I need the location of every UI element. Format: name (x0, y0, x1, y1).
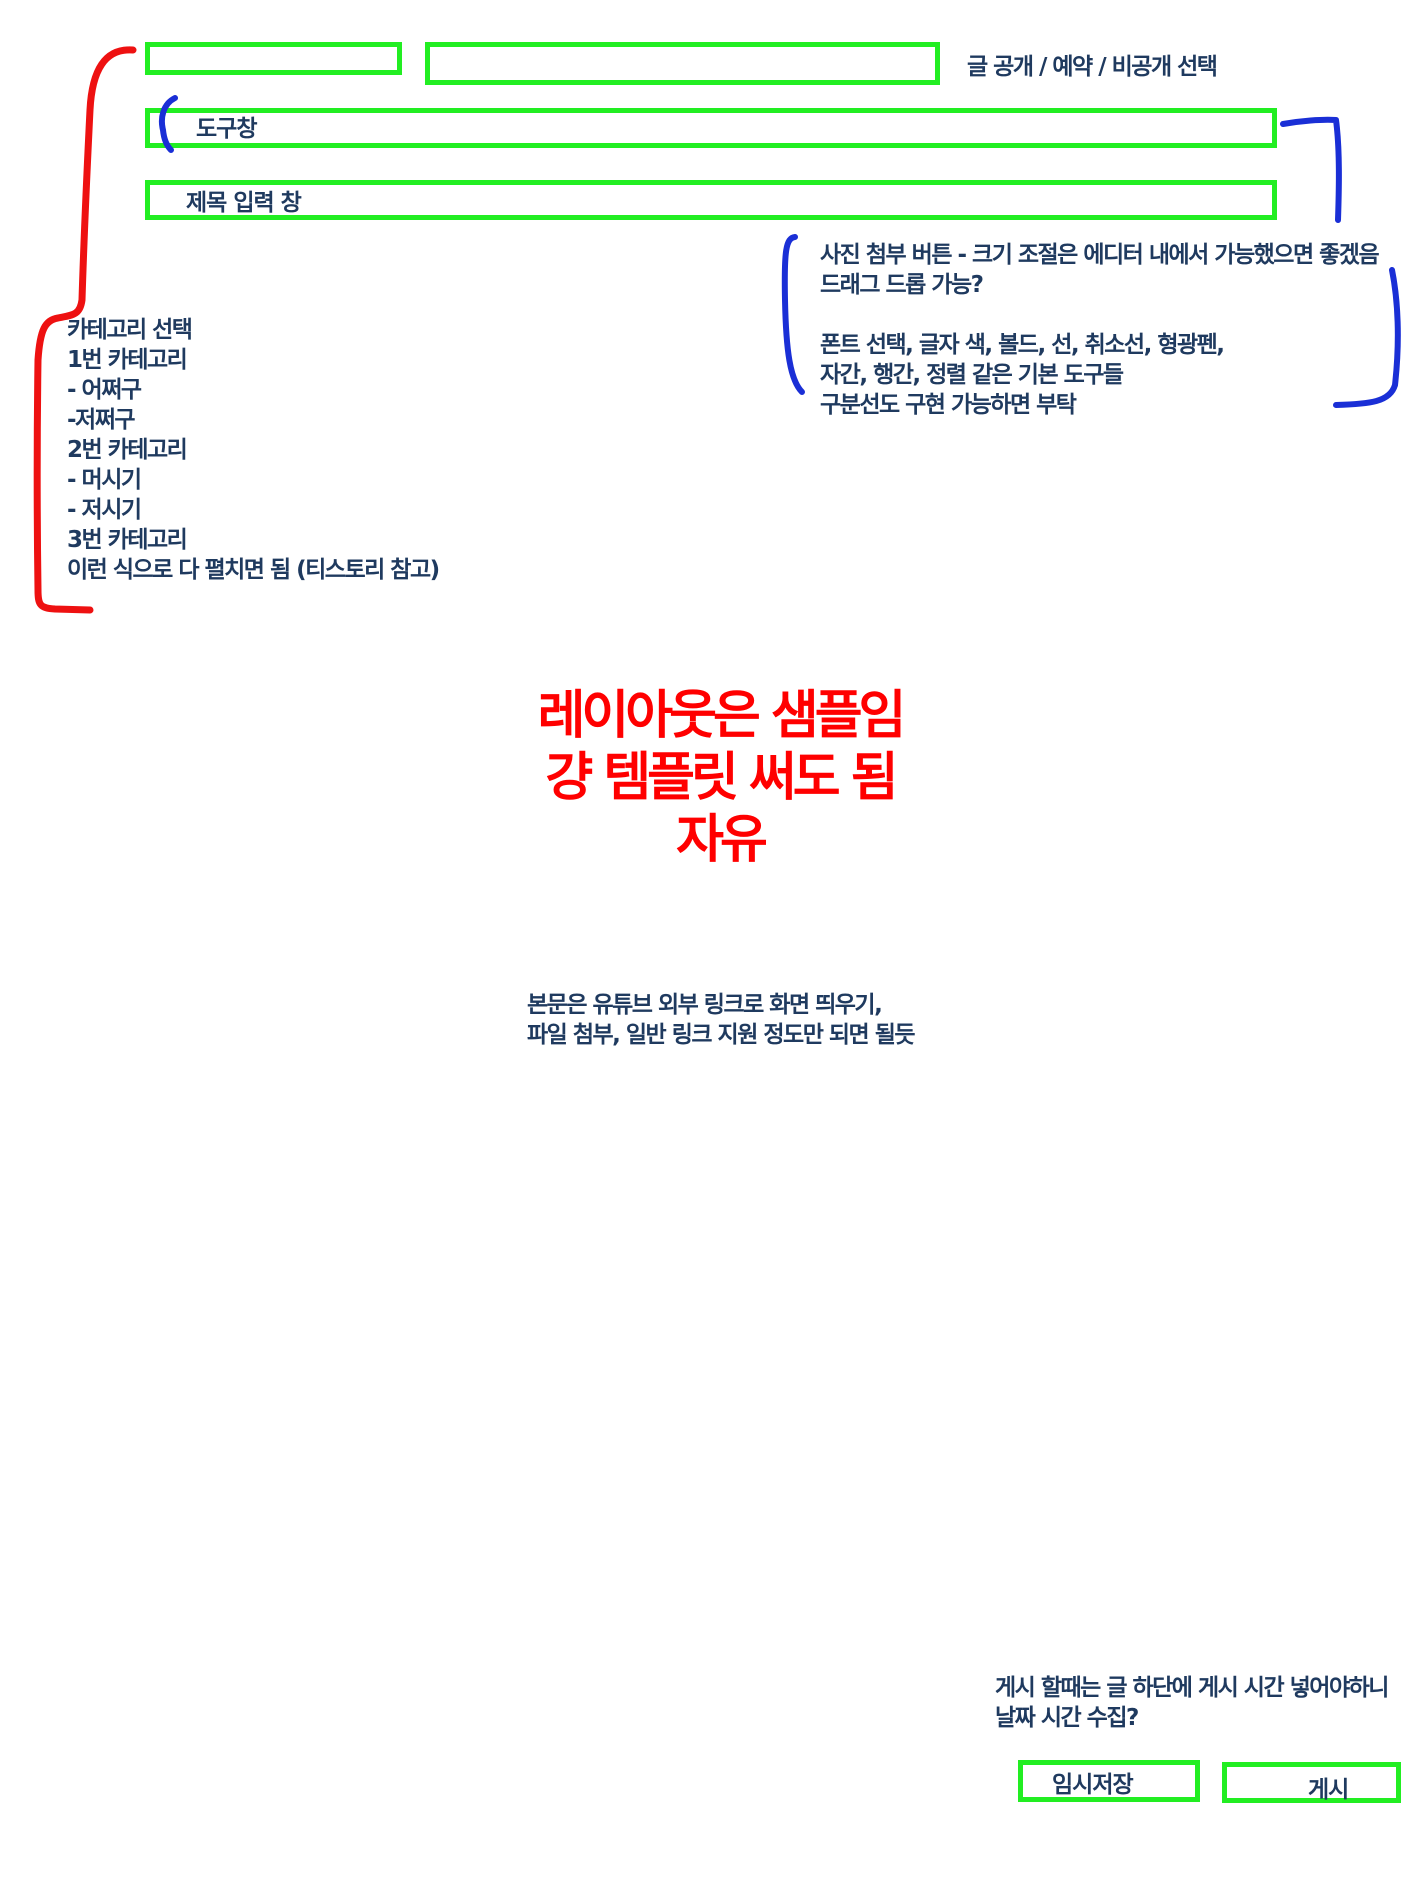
toolbar-label: 도구창 (196, 116, 257, 142)
toolbar-box[interactable] (145, 108, 1277, 148)
visibility-note: 글 공개 / 예약 / 비공개 선택 (967, 54, 1218, 80)
category-note-line: - 어쩌구 (67, 377, 142, 403)
publish-spec-note: 게시 할때는 글 하단에 게시 시간 넣어야하니 날짜 시간 수집? (995, 1673, 1389, 1733)
title-input-box[interactable] (145, 180, 1277, 220)
category-note-line: 카테고리 선택 (67, 317, 193, 343)
category-note-line: 3번 카테고리 (67, 527, 188, 553)
category-note-line: 2번 카테고리 (67, 437, 188, 463)
publish-button[interactable] (1222, 1762, 1401, 1803)
category-select-box[interactable] (145, 42, 402, 75)
toolbar-spec-line: 구분선도 구현 가능하면 부탁 (820, 392, 1077, 418)
category-note-line: 이런 식으로 다 펼치면 됨 (티스토리 참고) (67, 557, 440, 583)
category-note-line: - 저시기 (67, 497, 142, 523)
toolbar-spec-line: 폰트 선택, 글자 색, 볼드, 선, 취소선, 형광펜, (820, 332, 1225, 358)
toolbar-spec-line: 드래그 드롭 가능? (820, 272, 984, 298)
toolbar-spec-line (820, 300, 1378, 330)
visibility-select-box[interactable] (425, 42, 940, 85)
category-note-line: -저쩌구 (67, 407, 136, 433)
toolbar-spec-left-bracket (781, 234, 805, 395)
publish-spec-line: 게시 할때는 글 하단에 게시 시간 넣어야하니 (995, 1675, 1389, 1701)
category-note-line: 1번 카테고리 (67, 347, 188, 373)
publish-button-label: 게시 (1308, 1777, 1349, 1803)
layout-sample-note: 레이아웃은 샘플임 걍 템플릿 써도 됨 자유 (400, 685, 1040, 871)
body-spec-line: 파일 첨부, 일반 링크 지원 정도만 되면 될듯 (527, 1022, 916, 1048)
toolbar-spec-line: 자간, 행간, 정렬 같은 기본 도구들 (820, 362, 1124, 388)
title-input-label: 제목 입력 창 (186, 190, 302, 216)
toolbar-spec-note: 사진 첨부 버튼 - 크기 조절은 에디터 내에서 가능했으면 좋겠음 드래그 … (820, 240, 1380, 420)
layout-sample-line: 걍 템플릿 써도 됨 (545, 748, 898, 808)
toolbar-right-bracket (1280, 116, 1342, 223)
layout-sample-line: 자유 (676, 810, 768, 870)
category-note-line: - 머시기 (67, 467, 142, 493)
body-spec-line: 본문은 유튜브 외부 링크로 화면 띄우기, (527, 992, 883, 1018)
draft-button[interactable] (1018, 1760, 1200, 1802)
body-spec-note: 본문은 유튜브 외부 링크로 화면 띄우기, 파일 첨부, 일반 링크 지원 정… (527, 990, 916, 1050)
toolbar-spec-line: 사진 첨부 버튼 - 크기 조절은 에디터 내에서 가능했으면 좋겠음 (820, 242, 1380, 268)
category-note: 카테고리 선택 1번 카테고리 - 어쩌구 -저쩌구 2번 카테고리 - 머시기… (67, 315, 440, 585)
layout-sample-line: 레이아웃은 샘플임 (537, 686, 907, 746)
publish-spec-line: 날짜 시간 수집? (995, 1705, 1139, 1731)
draft-button-label: 임시저장 (1052, 1772, 1134, 1798)
